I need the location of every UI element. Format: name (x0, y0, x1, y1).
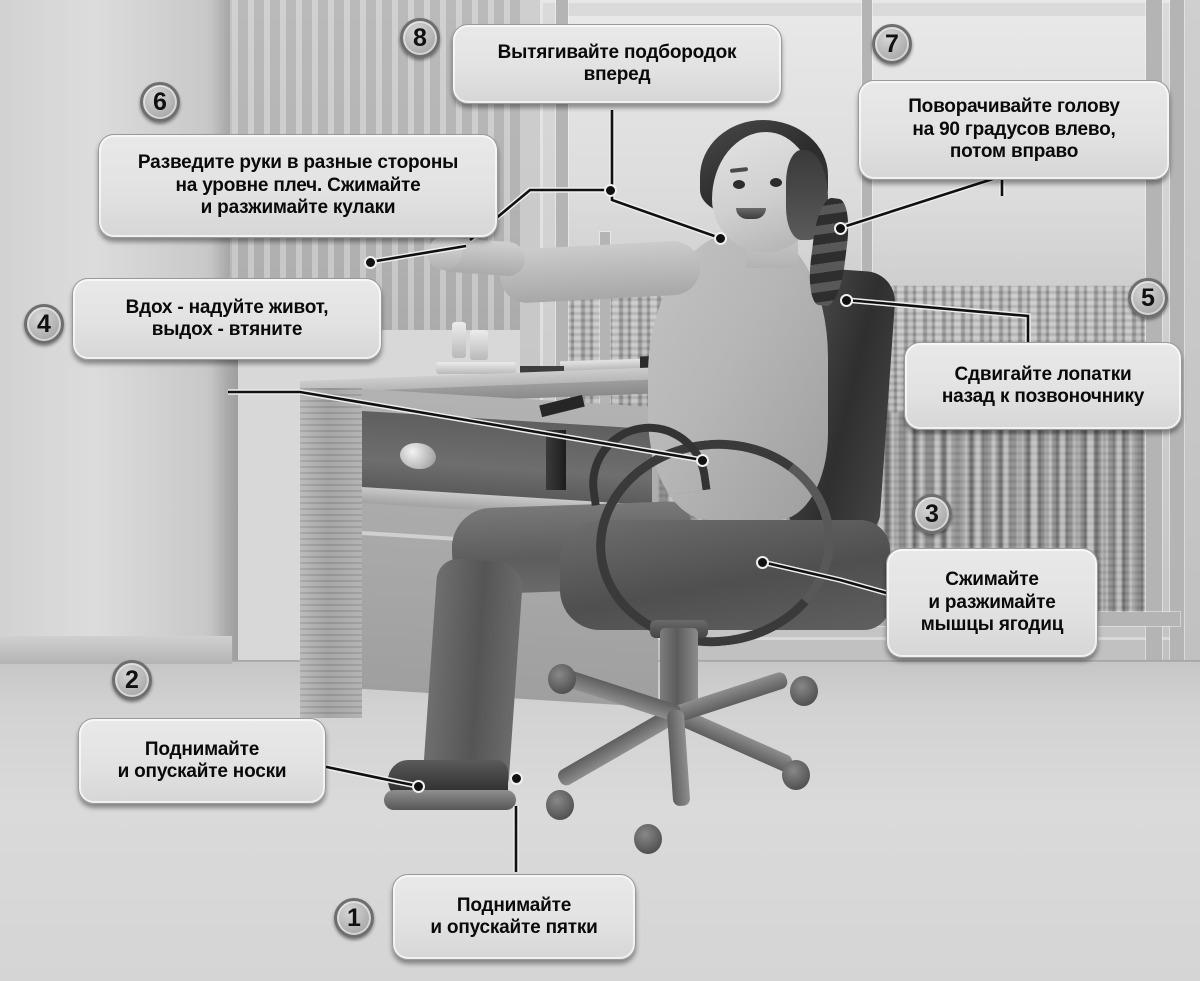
desk-woodgrain (300, 388, 362, 718)
chair-caster-2 (548, 664, 576, 694)
callout-6-text: Разведите руки в разные стороны на уровн… (137, 152, 459, 219)
monitor-stand (546, 430, 566, 490)
badge-7[interactable]: 7 (872, 24, 912, 64)
callout-3[interactable]: Сжимайте и разжимайте мышцы ягодиц (886, 548, 1098, 658)
anchor-dot-buttock (756, 556, 769, 569)
baseboard (0, 636, 232, 664)
person-shoe-sole (384, 790, 516, 810)
person-eye-left (733, 180, 745, 189)
chair-caster-5 (790, 676, 818, 706)
callout-5-text: Сдвигайте лопатки назад к позвоночнику (941, 363, 1145, 407)
badge-3[interactable]: 3 (912, 494, 952, 534)
anchor-dot-shoulder-blade (840, 294, 853, 307)
callout-2[interactable]: Поднимайте и опускайте носки (78, 718, 326, 804)
person-shin (422, 557, 524, 793)
anchor-dot-heel (510, 772, 523, 785)
anchor-dot-chin (714, 232, 727, 245)
badge-6[interactable]: 6 (140, 82, 180, 122)
badge-8[interactable]: 8 (400, 18, 440, 58)
callout-4-text: Вдох - надуйте живот, выдох - втяните (125, 296, 329, 340)
callout-7-text: Поворачивайте голову на 90 градусов влев… (908, 96, 1120, 163)
badge-4[interactable]: 4 (24, 304, 64, 344)
badge-1[interactable]: 1 (334, 898, 374, 938)
callout-5[interactable]: Сдвигайте лопатки назад к позвоночнику (904, 342, 1182, 430)
anchor-dot-head (834, 222, 847, 235)
chair-caster-1 (782, 760, 810, 790)
callout-8[interactable]: Вытягивайте подбородок вперед (452, 24, 782, 104)
callout-8-text: Вытягивайте подбородок вперед (497, 41, 737, 85)
anchor-dot-hand (604, 184, 617, 197)
desk-tray (436, 362, 516, 374)
callout-7[interactable]: Поворачивайте голову на 90 градусов влев… (858, 80, 1170, 180)
callout-1[interactable]: Поднимайте и опускайте пятки (392, 874, 636, 960)
window-mullion-far-right (1170, 0, 1184, 680)
badge-5[interactable]: 5 (1128, 278, 1168, 318)
callout-2-text: Поднимайте и опускайте носки (117, 738, 287, 782)
callout-6[interactable]: Разведите руки в разные стороны на уровн… (98, 134, 498, 238)
badge-2[interactable]: 2 (112, 660, 152, 700)
person-mouth (736, 208, 766, 219)
person-upper-arm (498, 239, 702, 305)
callout-4[interactable]: Вдох - надуйте живот, выдох - втяните (72, 278, 382, 360)
person-eye-right (770, 178, 782, 187)
person-hand (428, 236, 462, 270)
desk-bottle-b (470, 330, 488, 360)
anchor-dot-hand-far (364, 256, 377, 269)
chair-caster-4 (634, 824, 662, 854)
desk-bottle-a (452, 322, 466, 358)
anchor-dot-toes (412, 780, 425, 793)
anchor-dot-belly (696, 454, 709, 467)
callout-1-text: Поднимайте и опускайте пятки (430, 894, 598, 938)
callout-3-text: Сжимайте и разжимайте мышцы ягодиц (920, 569, 1064, 636)
chair-caster-3 (546, 790, 574, 820)
